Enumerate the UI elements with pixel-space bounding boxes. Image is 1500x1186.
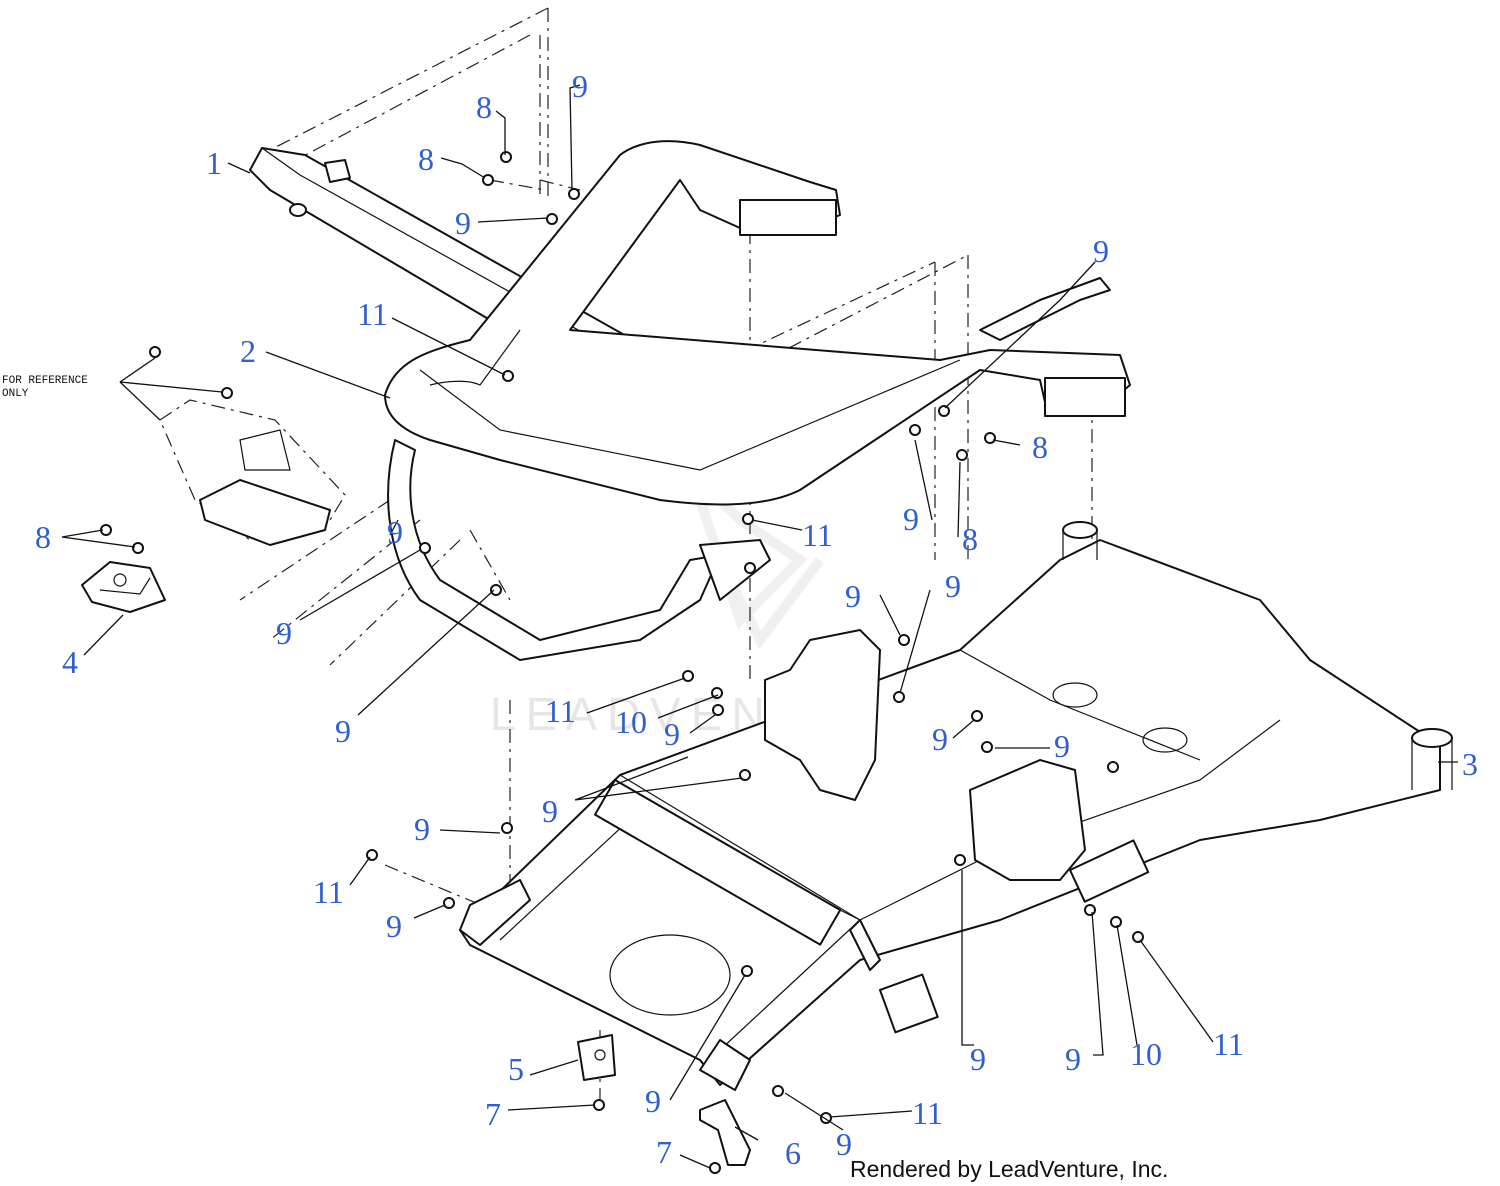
callout-9: 9 (335, 713, 351, 749)
callout-9: 9 (386, 908, 402, 944)
callout-11: 11 (802, 517, 833, 553)
callout-9: 9 (836, 1126, 852, 1162)
callout-1: 1 (206, 145, 222, 181)
callout-8: 8 (418, 141, 434, 177)
callout-9: 9 (945, 568, 961, 604)
callout-9: 9 (1054, 728, 1070, 764)
credit-text: Rendered by LeadVenture, Inc. (850, 1156, 1168, 1182)
part-6-bracket (699, 1099, 751, 1166)
callout-9: 9 (276, 615, 292, 651)
callout-7: 7 (656, 1134, 672, 1170)
callout-11: 11 (545, 693, 576, 729)
callouts: 1 2 3 4 5 6 7 7 8 8 8 8 8 9 9 9 9 9 9 9 … (35, 68, 1478, 1171)
callout-9: 9 (664, 716, 680, 752)
part-5-bracket (577, 1034, 616, 1081)
callout-10: 10 (1130, 1036, 1162, 1072)
callout-9: 9 (903, 501, 919, 537)
callout-11: 11 (1213, 1026, 1244, 1062)
callout-9: 9 (572, 68, 588, 104)
callout-3: 3 (1462, 746, 1478, 782)
callout-9: 9 (542, 793, 558, 829)
part-3-chassis (459, 521, 1453, 1091)
reference-note-line2: ONLY (2, 388, 29, 400)
callout-9: 9 (645, 1083, 661, 1119)
leader-lines (61, 84, 1458, 1169)
callout-9: 9 (932, 721, 948, 757)
callout-4: 4 (62, 644, 78, 680)
callout-8: 8 (1032, 429, 1048, 465)
callout-5: 5 (508, 1051, 524, 1087)
callout-9: 9 (455, 205, 471, 241)
callout-8: 8 (476, 89, 492, 125)
callout-9: 9 (845, 578, 861, 614)
callout-9: 9 (970, 1041, 986, 1077)
callout-6: 6 (785, 1135, 801, 1171)
callout-9: 9 (1093, 233, 1109, 269)
callout-2: 2 (240, 333, 256, 369)
callout-11: 11 (313, 874, 344, 910)
callout-10: 10 (615, 704, 647, 740)
callout-9: 9 (1065, 1041, 1081, 1077)
callout-11: 11 (912, 1095, 943, 1131)
part-4-plate (81, 561, 166, 613)
reference-note-line1: FOR REFERENCE (2, 375, 88, 387)
callout-9: 9 (414, 811, 430, 847)
reference-plate (159, 399, 346, 546)
mount-brackets (593, 629, 1150, 1034)
callout-8: 8 (962, 521, 978, 557)
part-2-frame (384, 140, 1131, 661)
callout-9: 9 (387, 514, 403, 550)
callout-7: 7 (485, 1096, 501, 1132)
callout-8: 8 (35, 519, 51, 555)
callout-11: 11 (357, 296, 388, 332)
